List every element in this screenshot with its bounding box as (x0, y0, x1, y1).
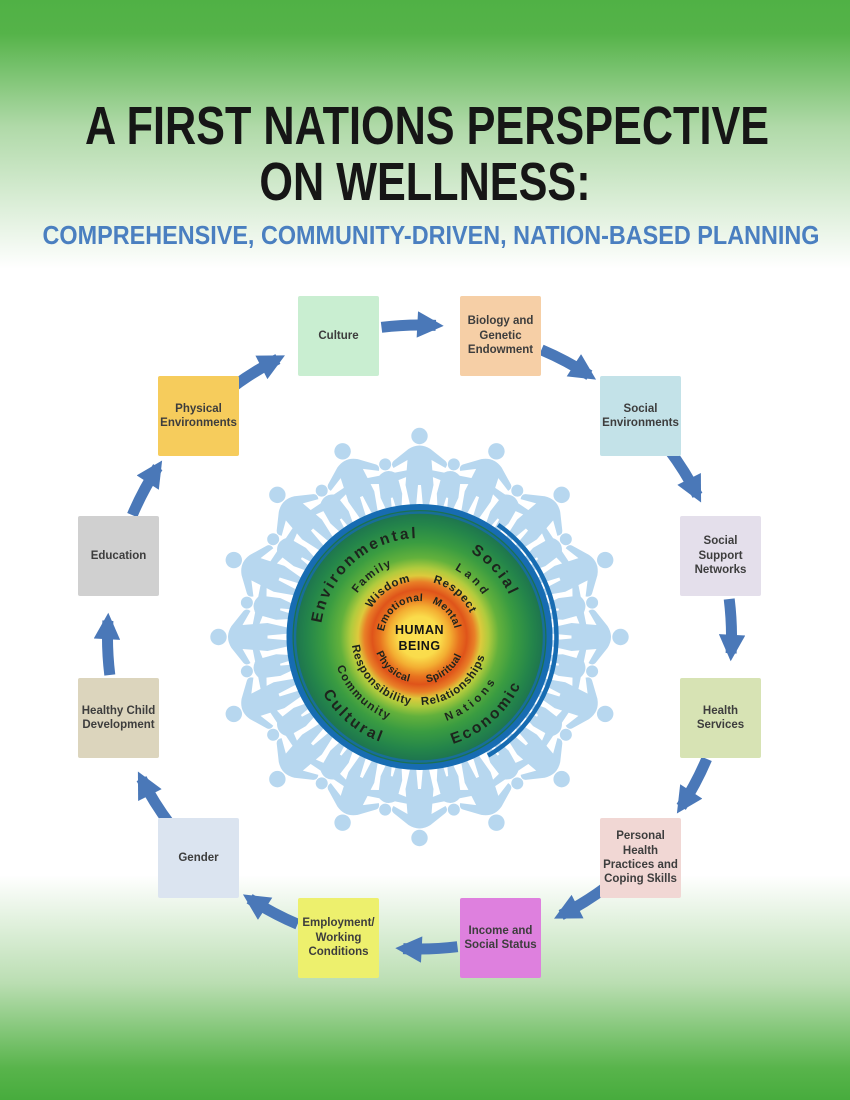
determinant-healthy-child-development: Healthy Child Development (78, 678, 159, 758)
determinant-income-social-status: Income and Social Status (460, 898, 541, 978)
flow-arrow-employment-gender (242, 894, 300, 930)
wheel-border-sketch-arc (486, 522, 559, 758)
determinant-social-environments: Social Environments (600, 376, 681, 456)
flow-arrow-culture-biology (380, 311, 444, 338)
determinant-physical-environments: Physical Environments (158, 376, 239, 456)
determinant-biology-genetic-endowment: Biology and Genetic Endowment (460, 296, 541, 376)
wheel-border-outer (286, 504, 553, 770)
wellness-wheel: Environmental Social Economic Cultural F… (286, 504, 559, 770)
top-green-gradient (0, 0, 850, 280)
determinant-culture: Culture (298, 296, 379, 376)
wheel-border-inner (293, 511, 546, 763)
determinant-employment-working-conditions: Employment/ Working Conditions (298, 898, 379, 978)
determinant-personal-health-practices: Personal Health Practices and Coping Ski… (600, 818, 681, 898)
page-title-line2: ON WELLNESS: (259, 152, 591, 213)
determinant-education: Education (78, 516, 159, 596)
determinant-social-support-networks: Social Support Networks (680, 516, 761, 596)
bottom-green-gradient (0, 875, 850, 1100)
flow-arrow-education-physical-environments (127, 460, 163, 518)
determinant-health-services: Health Services (680, 678, 761, 758)
flow-arrow-income-employment (395, 936, 459, 963)
flow-arrow-healthy-child-education (93, 612, 121, 676)
flow-arrow-biology-social-environments (539, 344, 597, 380)
page-subtitle: COMPREHENSIVE, COMMUNITY-DRIVEN, NATION-… (42, 220, 820, 251)
wheel-gradient-disc (291, 509, 548, 765)
wheel-center-label-being: BEING (398, 639, 440, 653)
determinant-gender: Gender (158, 818, 239, 898)
flow-arrow-health-services-personal-health (676, 756, 712, 814)
page-title-line1: A FIRST NATIONS PERSPECTIVE (85, 96, 770, 156)
flow-arrow-support-networks-health-services (718, 598, 746, 662)
flow-arrow-social-environments-support-networks (664, 445, 703, 503)
wheel-center-label-human: HUMAN (395, 623, 444, 637)
